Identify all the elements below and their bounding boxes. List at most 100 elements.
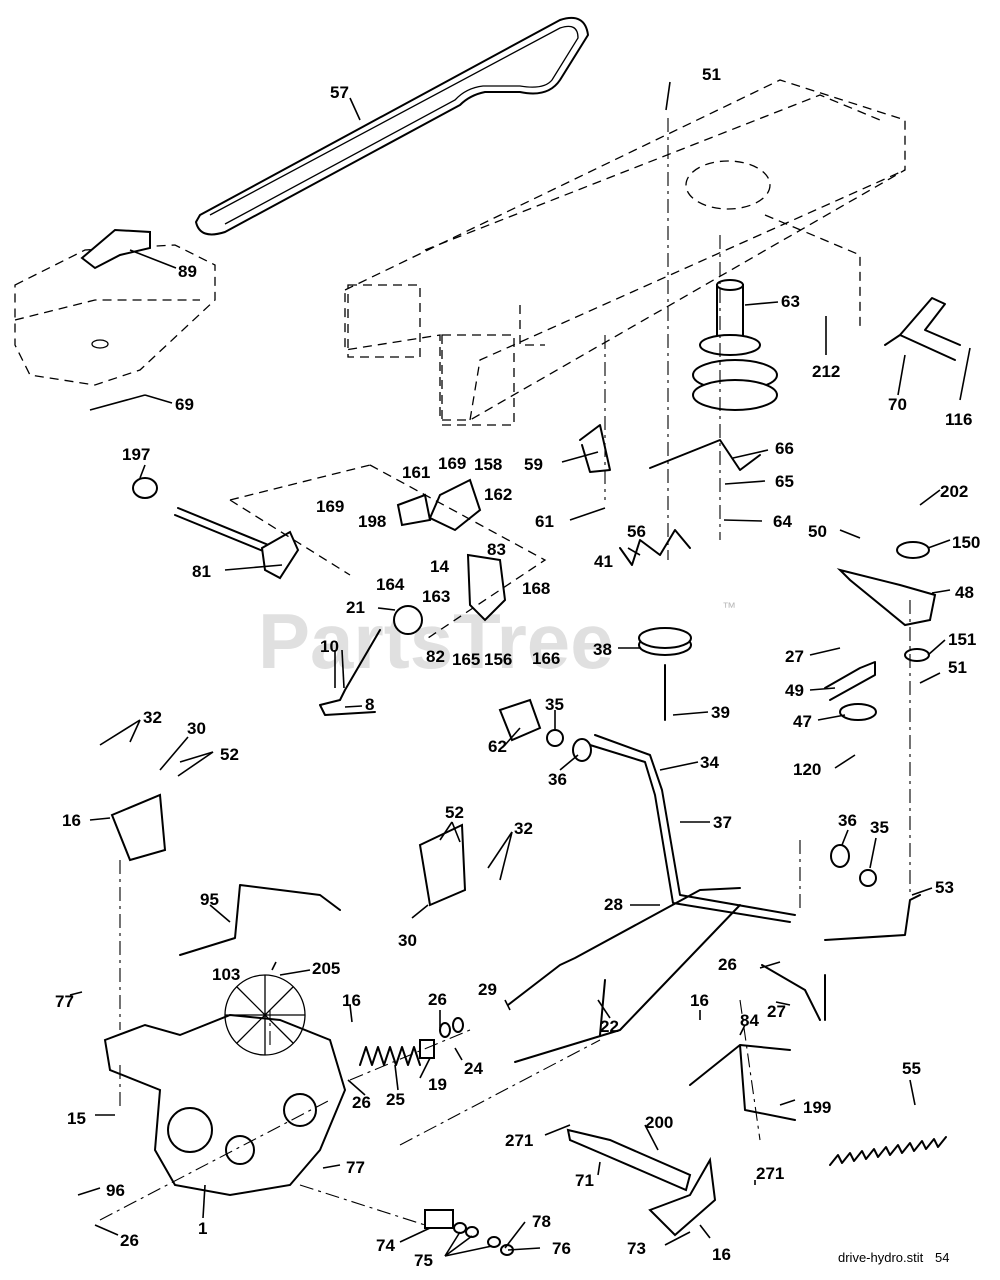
callout-150: 150	[952, 533, 980, 552]
callout-56: 56	[627, 522, 646, 541]
callout-74: 74	[376, 1236, 395, 1255]
callout-73: 73	[627, 1239, 646, 1258]
callout-36b: 36	[838, 811, 857, 830]
callout-71: 71	[575, 1171, 594, 1190]
callout-271: 271	[505, 1131, 533, 1150]
callout-30b: 30	[398, 931, 417, 950]
callout-51b: 51	[948, 658, 967, 677]
misc-springs	[579, 118, 761, 566]
callout-271b: 271	[756, 1164, 784, 1183]
callout-1: 1	[198, 1219, 207, 1238]
callout-28: 28	[604, 895, 623, 914]
callout-37: 37	[713, 813, 732, 832]
callout-26: 26	[718, 955, 737, 974]
callout-16d: 16	[712, 1245, 731, 1264]
callout-26b: 26	[428, 990, 447, 1009]
callout-16: 16	[62, 811, 81, 830]
callout-75: 75	[414, 1251, 433, 1270]
callout-96: 96	[106, 1181, 125, 1200]
spring-55	[829, 1136, 947, 1166]
pulley-63	[692, 279, 778, 411]
callout-55: 55	[902, 1059, 921, 1078]
callout-62: 62	[488, 737, 507, 756]
leader-lines	[69, 81, 971, 1257]
callout-41: 41	[594, 552, 613, 571]
callout-35: 35	[545, 695, 564, 714]
callout-199: 199	[803, 1098, 831, 1117]
callout-202: 202	[940, 482, 968, 501]
callout-34: 34	[700, 753, 719, 772]
callout-36: 36	[548, 770, 567, 789]
shaft-81	[132, 477, 300, 580]
callout-197: 197	[122, 445, 150, 464]
watermark-text: PartsTree	[258, 597, 614, 685]
callout-35b: 35	[870, 818, 889, 837]
callout-47: 47	[793, 712, 812, 731]
construction-lines	[99, 840, 801, 1226]
callout-161: 161	[402, 463, 430, 482]
callout-8: 8	[365, 695, 374, 714]
callout-38: 38	[593, 640, 612, 659]
callout-89: 89	[178, 262, 197, 281]
callout-49: 49	[785, 681, 804, 700]
callout-15: 15	[67, 1109, 86, 1128]
callout-169-top: 169	[438, 454, 466, 473]
callout-77: 77	[55, 992, 74, 1011]
callout-10: 10	[320, 637, 339, 656]
callout-162: 162	[484, 485, 512, 504]
callout-51: 51	[702, 65, 721, 84]
callout-14: 14	[430, 557, 449, 576]
callout-57: 57	[330, 83, 349, 102]
callout-120: 120	[793, 760, 821, 779]
footer: drive-hydro.stit 54	[838, 1250, 949, 1265]
callout-212: 212	[812, 362, 840, 381]
callout-63: 63	[781, 292, 800, 311]
callout-205: 205	[312, 959, 340, 978]
callout-61: 61	[535, 512, 554, 531]
fender-bracket	[80, 228, 151, 270]
callout-50: 50	[808, 522, 827, 541]
brake-linkage	[566, 1128, 717, 1237]
frame-outline	[344, 79, 906, 426]
callout-59: 59	[524, 455, 543, 474]
callout-52b: 52	[445, 803, 464, 822]
callout-52: 52	[220, 745, 239, 764]
callout-32: 32	[143, 708, 162, 727]
callout-16c: 16	[690, 991, 709, 1010]
callout-48: 48	[955, 583, 974, 602]
brackets-30	[110, 793, 467, 907]
linkage-53	[761, 894, 921, 1021]
callout-65: 65	[775, 472, 794, 491]
callout-29: 29	[478, 980, 497, 999]
callout-27b: 27	[767, 1002, 786, 1021]
watermark-trademark: ™	[722, 599, 736, 615]
callout-165: 165	[452, 650, 480, 669]
callout-77b: 77	[346, 1158, 365, 1177]
callout-200: 200	[645, 1113, 673, 1132]
idler-pulley-38	[638, 627, 692, 721]
callout-76: 76	[552, 1239, 571, 1258]
callout-39: 39	[711, 703, 730, 722]
shaft-34	[498, 698, 877, 923]
callout-166: 166	[532, 649, 560, 668]
callout-156: 156	[484, 650, 512, 669]
callout-16b: 16	[342, 991, 361, 1010]
callout-84: 84	[740, 1011, 759, 1030]
drive-belt	[195, 16, 589, 236]
footer-page-number: 54	[935, 1250, 949, 1265]
shift-lever	[319, 605, 423, 716]
callout-198: 198	[358, 512, 386, 531]
callout-151: 151	[948, 630, 976, 649]
rod-95	[179, 884, 341, 956]
callout-27: 27	[785, 647, 804, 666]
footer-filename: drive-hydro.stit	[838, 1250, 924, 1265]
transaxle	[103, 974, 347, 1197]
callout-21: 21	[346, 598, 365, 617]
callouts: 57 51 89 69 63 212 70 116 197 161 169 15…	[55, 65, 980, 1270]
callout-163: 163	[422, 587, 450, 606]
callout-70: 70	[888, 395, 907, 414]
idler-arm-48	[824, 541, 937, 895]
callout-83: 83	[487, 540, 506, 559]
callout-158: 158	[474, 455, 502, 474]
callout-78: 78	[532, 1212, 551, 1231]
